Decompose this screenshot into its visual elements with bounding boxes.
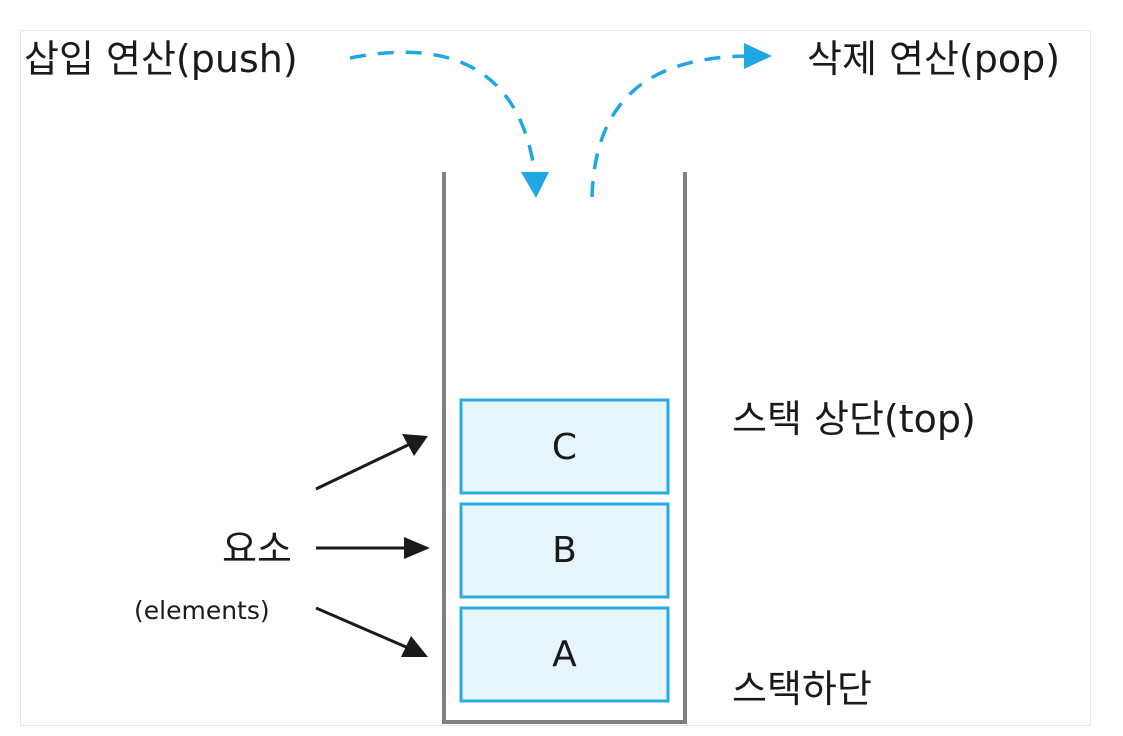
element-label: 요소 [222,527,292,571]
element-arrow-to-a [315,606,407,649]
pop-arrowhead [744,43,772,69]
diagram-frame [20,30,1091,726]
push-arrowhead [521,172,549,198]
stack-top-label: 스택 상단(top) [732,397,976,441]
stack-item-c-label: C [551,427,578,468]
push-arrow [349,50,537,176]
stack-item-a-box [459,606,670,703]
element-arrowhead-c [402,434,428,456]
push-label: 삽입 연산(push) [24,37,298,81]
stack-item-c-box [459,398,670,495]
stack-item-b-label: B [552,530,577,571]
stack-bottom-label: 스택하단 [732,667,872,711]
element-arrowhead-a [401,636,428,657]
stack-container [442,172,687,724]
element-arrowhead-b [404,537,430,559]
element-arrow-to-c [315,443,409,491]
pop-arrow [590,54,746,198]
pop-label: 삭제 연산(pop) [807,37,1061,81]
stack-item-a-label: A [552,634,577,675]
stack-item-b-box [459,502,670,599]
element-label-en: (elements) [134,596,270,625]
